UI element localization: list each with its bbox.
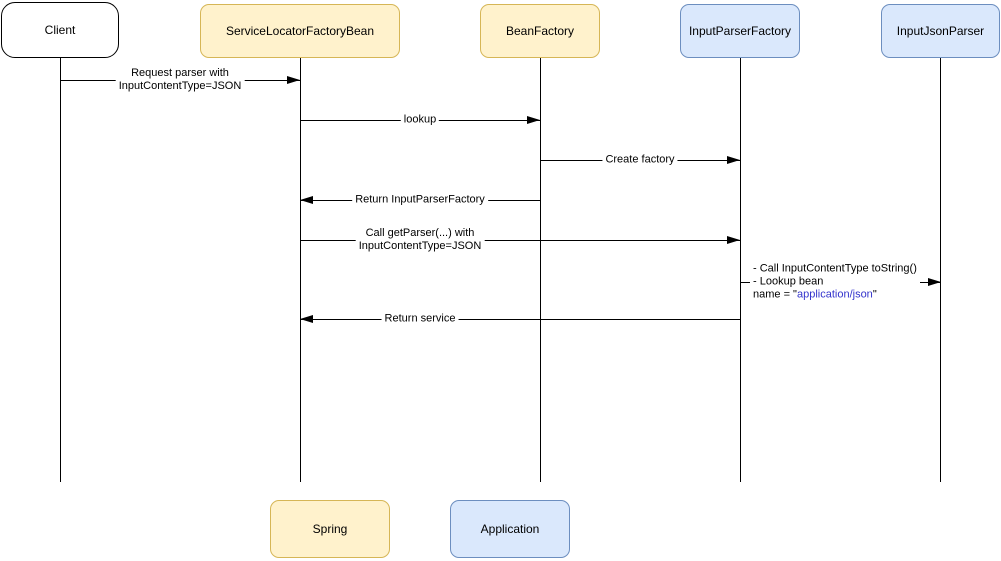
message-label-line: Request parser with bbox=[131, 67, 229, 79]
message-label-line: InputContentType=JSON bbox=[118, 80, 242, 92]
lifeline-input-parser-factory bbox=[740, 58, 741, 482]
message-label-line: lookup bbox=[403, 113, 437, 126]
bean-name-suffix: " bbox=[872, 288, 877, 301]
actor-input-parser-factory: InputParserFactory bbox=[680, 4, 800, 58]
bean-name-value: application/json bbox=[796, 288, 873, 301]
message-label-return-factory: Return InputParserFactory bbox=[352, 193, 488, 207]
message-label-request-parser: Request parser with InputContentType=JSO… bbox=[115, 67, 245, 93]
message-call-getparser-line bbox=[300, 240, 740, 241]
actor-client: Client bbox=[1, 2, 119, 58]
actor-bean-factory: BeanFactory bbox=[480, 4, 600, 58]
message-label-line: - Call InputContentType toString() bbox=[753, 262, 917, 275]
message-label-line: Return service bbox=[384, 312, 456, 325]
legend-application: Application bbox=[450, 500, 570, 558]
bean-name-prefix: name = " bbox=[753, 288, 797, 301]
arrowhead-icon bbox=[300, 314, 313, 323]
lifeline-bean-factory bbox=[540, 58, 541, 482]
arrowhead-icon bbox=[928, 277, 941, 286]
lifeline-service-locator-factory-bean bbox=[300, 58, 301, 482]
message-label-line: InputContentType=JSON bbox=[358, 240, 482, 252]
message-return-service-line bbox=[300, 319, 740, 320]
arrowhead-icon bbox=[727, 155, 740, 164]
message-label-lookup-bean: - Call InputContentType toString() - Loo… bbox=[750, 262, 920, 302]
actor-input-json-parser: InputJsonParser bbox=[881, 4, 1000, 58]
message-label-lookup: lookup bbox=[400, 113, 440, 127]
arrowhead-icon bbox=[527, 115, 540, 124]
arrowhead-icon bbox=[727, 235, 740, 244]
arrowhead-icon bbox=[287, 75, 300, 84]
legend-spring: Spring bbox=[270, 500, 390, 558]
message-label-line: - Lookup bean bbox=[753, 275, 824, 288]
actor-service-locator-factory-bean: ServiceLocatorFactoryBean bbox=[200, 4, 400, 58]
message-label-line: name = "application/json" bbox=[753, 289, 917, 302]
message-label-return-service: Return service bbox=[381, 312, 459, 326]
message-label-create-factory: Create factory bbox=[602, 153, 678, 167]
message-label-line: Return InputParserFactory bbox=[355, 193, 485, 206]
lifeline-client bbox=[60, 58, 61, 482]
lifeline-input-json-parser bbox=[940, 58, 941, 482]
message-label-call-getparser: Call getParser(...) with InputContentTyp… bbox=[355, 227, 485, 253]
message-label-line: Call getParser(...) with bbox=[365, 227, 475, 239]
arrowhead-icon bbox=[300, 195, 313, 204]
message-label-line: Create factory bbox=[605, 153, 675, 166]
